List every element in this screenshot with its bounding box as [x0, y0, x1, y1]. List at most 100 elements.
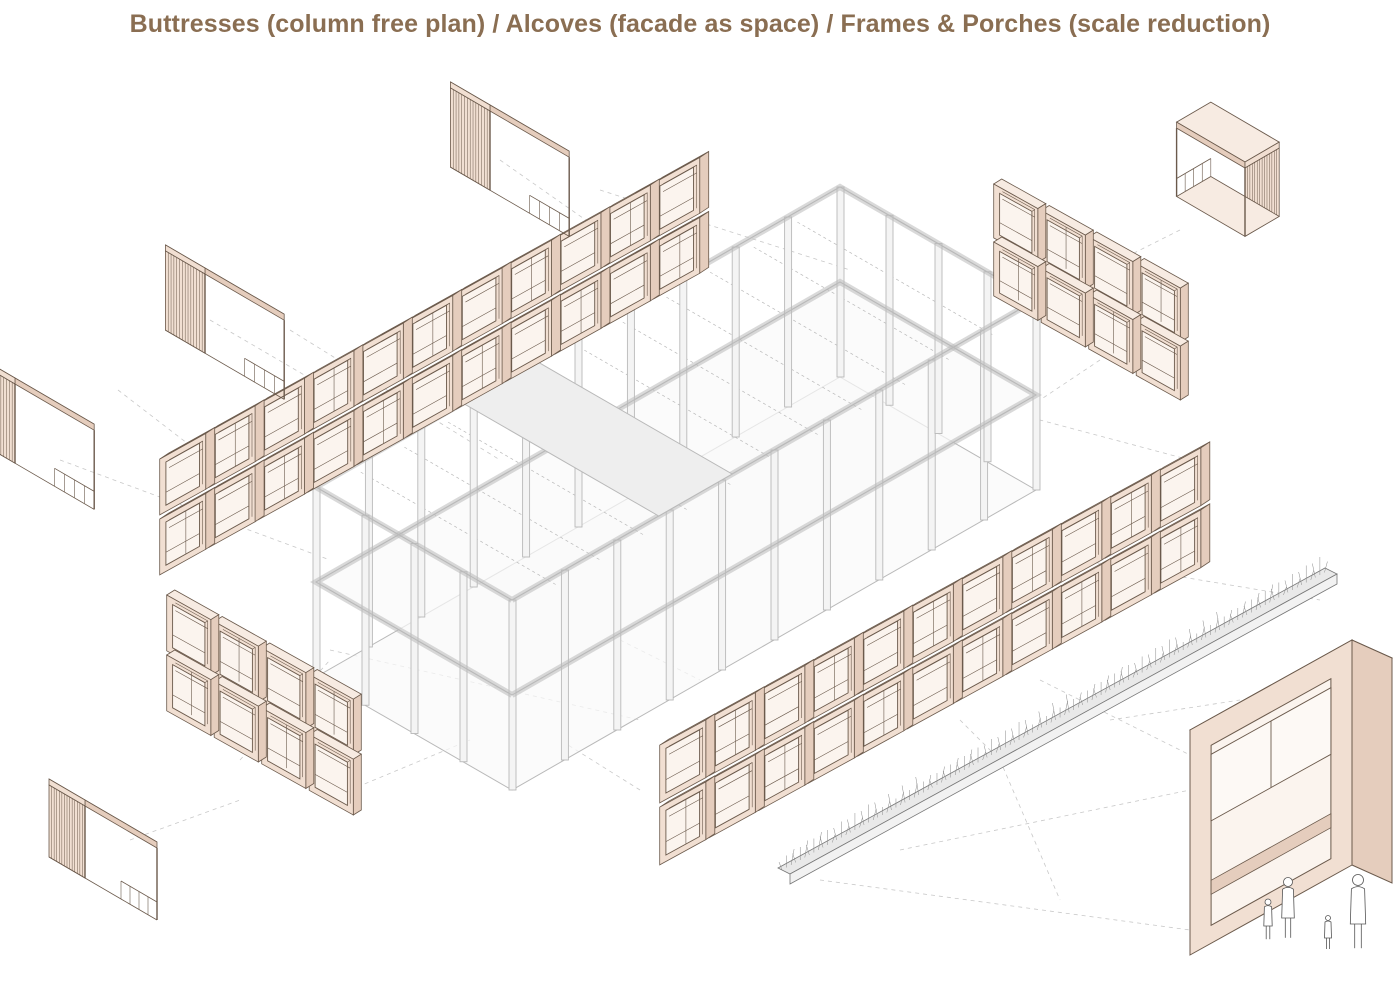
vegetation-icon	[1119, 666, 1123, 686]
block-side	[305, 726, 315, 790]
vegetation-icon	[1132, 669, 1137, 678]
window-line	[415, 370, 450, 390]
block-side	[804, 658, 815, 724]
window-line	[767, 681, 802, 701]
window-line	[267, 393, 302, 413]
vegetation-icon	[1079, 696, 1084, 706]
slab-joint	[708, 271, 906, 385]
vegetation-icon	[831, 834, 836, 843]
alcove-edge	[248, 413, 253, 416]
alcove-edge	[347, 700, 351, 703]
wall-block	[807, 693, 864, 784]
bench-line	[215, 505, 250, 525]
bench-line	[264, 477, 299, 498]
cube-railing	[54, 467, 95, 492]
window-line	[916, 661, 951, 681]
window-line	[1097, 251, 1130, 271]
block-side	[501, 321, 512, 385]
bench-line	[764, 768, 799, 788]
wall-block	[1154, 503, 1211, 594]
bench-line	[165, 473, 200, 493]
person-body	[1281, 887, 1295, 919]
block-side	[1051, 522, 1062, 588]
bench-line	[1111, 578, 1146, 598]
vegetation-icon	[860, 810, 865, 826]
alcove-edge	[1174, 346, 1178, 350]
block-side	[551, 293, 561, 357]
wall-block	[455, 261, 512, 350]
window-line	[218, 481, 253, 501]
alcove-depth	[222, 689, 256, 751]
window-line	[175, 610, 208, 629]
vegetation-icon	[1269, 584, 1273, 603]
wall-block	[260, 702, 315, 790]
block-side	[649, 178, 660, 242]
vegetation-icon	[913, 783, 918, 798]
window-line	[668, 735, 703, 755]
guide-line	[999, 759, 1061, 901]
vegetation-icon	[804, 840, 809, 858]
slab-joint	[796, 221, 993, 335]
alcove-edge	[1095, 509, 1099, 513]
wall-block	[708, 747, 765, 839]
alcove-edge	[946, 591, 951, 595]
bench-line	[412, 395, 447, 415]
bench-line	[1094, 275, 1128, 294]
vegetation-icon	[982, 751, 986, 761]
vegetation-icon	[790, 848, 795, 866]
bench-line	[215, 445, 250, 465]
vegetation-icon	[818, 831, 822, 851]
alcove-opening	[314, 743, 348, 807]
window-line	[1144, 336, 1178, 355]
alcove-edge	[199, 500, 203, 504]
vegetation-icon	[1230, 614, 1234, 623]
planter-side	[789, 573, 1338, 885]
alcove-opening	[1094, 245, 1128, 307]
alcove-edge	[1031, 267, 1035, 270]
window-line	[1049, 283, 1083, 302]
wall-block	[1154, 441, 1211, 532]
alcove-opening	[1141, 330, 1175, 392]
vegetation-icon	[1078, 692, 1082, 708]
vegetation-icon	[1105, 675, 1109, 693]
alcove-opening	[1046, 277, 1080, 339]
beam-edge	[314, 281, 1038, 696]
block-side	[600, 265, 611, 330]
wall-block	[455, 321, 512, 410]
window-line	[366, 338, 401, 358]
window-line	[270, 663, 303, 682]
bench-line	[313, 450, 348, 470]
vegetation-icon	[1161, 645, 1166, 661]
block-side	[903, 666, 914, 732]
guide-line	[499, 159, 601, 231]
vegetation-icon	[1296, 578, 1301, 588]
block-side	[1101, 557, 1112, 623]
bench-line	[1061, 543, 1096, 563]
cube-floor	[48, 856, 158, 921]
bench-line	[863, 714, 898, 734]
bench-line	[1160, 488, 1195, 508]
slab-joint	[577, 346, 775, 460]
wall-block	[906, 577, 963, 668]
vegetation-icon	[1312, 563, 1316, 578]
bench-line	[665, 760, 700, 780]
block-side	[1084, 287, 1094, 348]
alcove-opening	[172, 663, 206, 727]
wall-block	[992, 236, 1047, 322]
guide-line	[1039, 419, 1191, 461]
vegetation-icon	[956, 762, 961, 773]
wall-block	[159, 426, 216, 516]
alcove-depth	[1002, 249, 1035, 310]
facade-wall-northwest	[159, 150, 710, 576]
wall-block	[505, 233, 561, 323]
alcove-edge	[298, 385, 302, 389]
bench-line	[1160, 550, 1195, 570]
window-line	[1114, 552, 1149, 572]
bench-line	[814, 741, 849, 761]
alcove-opening	[267, 656, 301, 720]
block-side	[205, 426, 216, 491]
vegetation-icon	[1147, 654, 1152, 668]
block-side	[1101, 495, 1112, 561]
alcove-edge	[693, 224, 697, 228]
block-side	[1084, 229, 1094, 290]
